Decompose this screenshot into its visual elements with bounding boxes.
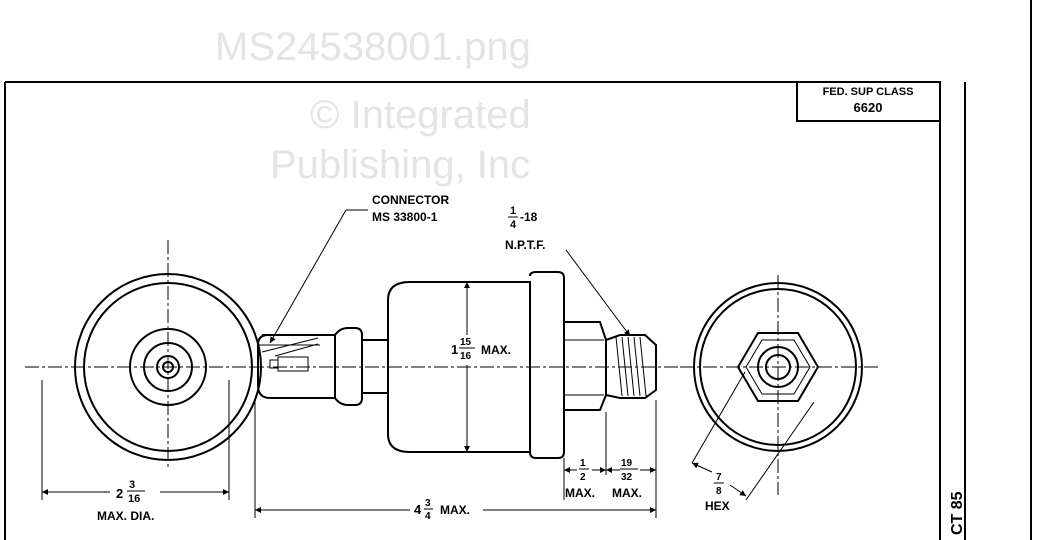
fed-sup-class-block: FED. SUP CLASS 6620 — [796, 81, 941, 122]
length-dimension: 4 3 4 MAX. — [254, 400, 657, 522]
svg-text:16: 16 — [460, 351, 472, 362]
fed-sup-class-label: FED. SUP CLASS — [823, 86, 914, 98]
end-view-right — [680, 275, 880, 501]
svg-text:MAX.: MAX. — [481, 343, 511, 357]
svg-text:MAX.: MAX. — [565, 486, 595, 500]
svg-text:-18: -18 — [520, 210, 538, 224]
svg-text:3: 3 — [425, 498, 431, 509]
svg-text:1: 1 — [510, 205, 516, 217]
svg-text:16: 16 — [128, 493, 140, 505]
svg-text:7: 7 — [716, 472, 722, 483]
watermark: © Integrated Publishing, Inc MS24538001.… — [215, 25, 531, 187]
watermark-line: © Integrated — [310, 93, 531, 137]
svg-text:CONNECTOR: CONNECTOR — [372, 193, 449, 207]
svg-text:MAX.: MAX. — [440, 503, 470, 517]
svg-text:2: 2 — [116, 486, 123, 501]
connector-callout: CONNECTOR MS 33800-1 — [269, 193, 449, 344]
svg-text:MAX.: MAX. — [612, 486, 642, 500]
svg-text:32: 32 — [621, 472, 633, 483]
svg-text:4: 4 — [414, 502, 422, 517]
watermark-line: MS24538001.png — [215, 25, 531, 69]
thread-length-dimension: 19 32 MAX. — [606, 458, 656, 500]
hex-length-dimension: 1 2 MAX. — [563, 412, 607, 500]
svg-text:4: 4 — [510, 219, 517, 231]
side-label: CT 85 — [949, 491, 966, 535]
svg-text:MS 33800-1: MS 33800-1 — [372, 210, 438, 224]
drawing-frame — [4, 0, 1032, 540]
watermark-line: Publishing, Inc — [270, 143, 530, 187]
svg-text:HEX: HEX — [705, 499, 730, 513]
svg-text:4: 4 — [425, 511, 431, 522]
diameter-dimension: 2 3 16 MAX. DIA. — [97, 479, 154, 523]
hex-dimension: 7 8 HEX — [705, 472, 730, 513]
thread-callout: 1 4 -18 N.P.T.F. — [505, 205, 631, 337]
svg-text:3: 3 — [129, 479, 135, 491]
height-dimension: 1 15 16 MAX. — [451, 337, 511, 362]
svg-text:15: 15 — [460, 337, 472, 348]
svg-text:8: 8 — [716, 486, 722, 497]
fed-sup-class-value: 6620 — [854, 100, 883, 115]
svg-text:1: 1 — [580, 458, 586, 469]
svg-text:N.P.T.F.: N.P.T.F. — [505, 238, 545, 252]
end-view-left — [25, 240, 262, 500]
svg-text:2: 2 — [580, 472, 586, 483]
svg-text:19: 19 — [621, 458, 633, 469]
svg-text:MAX. DIA.: MAX. DIA. — [97, 509, 154, 523]
svg-text:1: 1 — [451, 342, 458, 357]
side-view — [250, 271, 680, 459]
